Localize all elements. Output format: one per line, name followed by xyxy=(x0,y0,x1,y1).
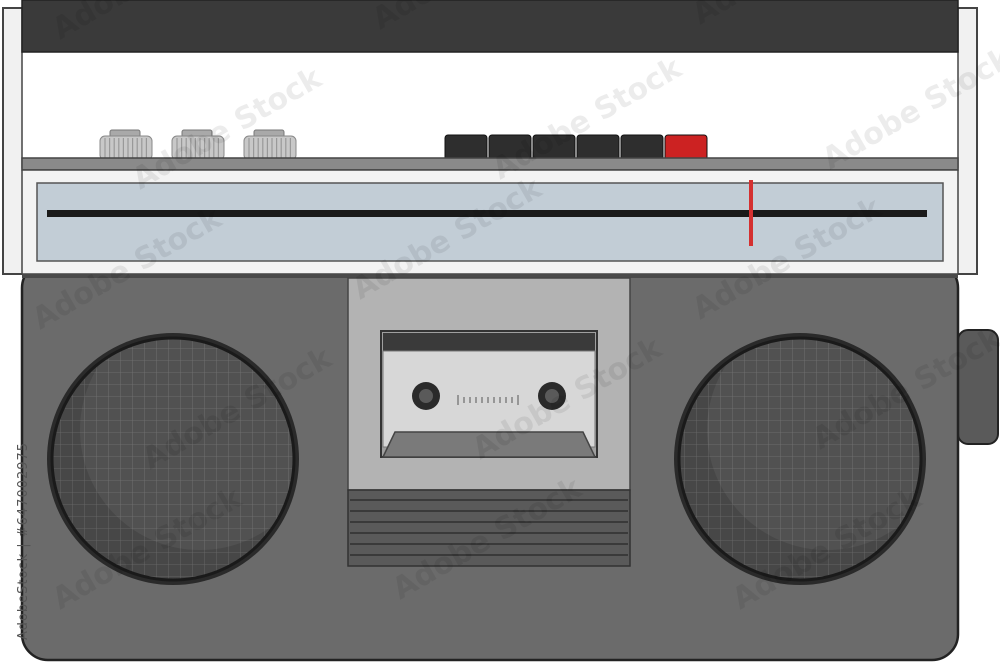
knob-2[interactable] xyxy=(171,129,225,161)
tuner-needle[interactable] xyxy=(749,180,753,246)
vent-slats xyxy=(347,489,631,567)
tuner-dial xyxy=(36,182,944,262)
top-bar xyxy=(21,0,959,53)
transport-button-1[interactable] xyxy=(444,134,488,162)
stock-id-text: AdobeStock | #647002975 xyxy=(16,442,31,640)
cassette-head-slot xyxy=(381,431,597,458)
knobs xyxy=(99,129,297,161)
transport-button-5[interactable] xyxy=(620,134,664,162)
tape-counter-ticks xyxy=(457,395,519,405)
cassette-label-strip xyxy=(383,333,595,351)
knob-3[interactable] xyxy=(243,129,297,161)
right-speaker xyxy=(674,333,926,585)
record-button[interactable] xyxy=(664,134,708,162)
cassette-deck[interactable] xyxy=(347,277,631,491)
left-speaker xyxy=(47,333,299,585)
tuner-scale-line xyxy=(47,210,927,217)
body-top-edge xyxy=(22,274,958,278)
knob-1[interactable] xyxy=(99,129,153,161)
